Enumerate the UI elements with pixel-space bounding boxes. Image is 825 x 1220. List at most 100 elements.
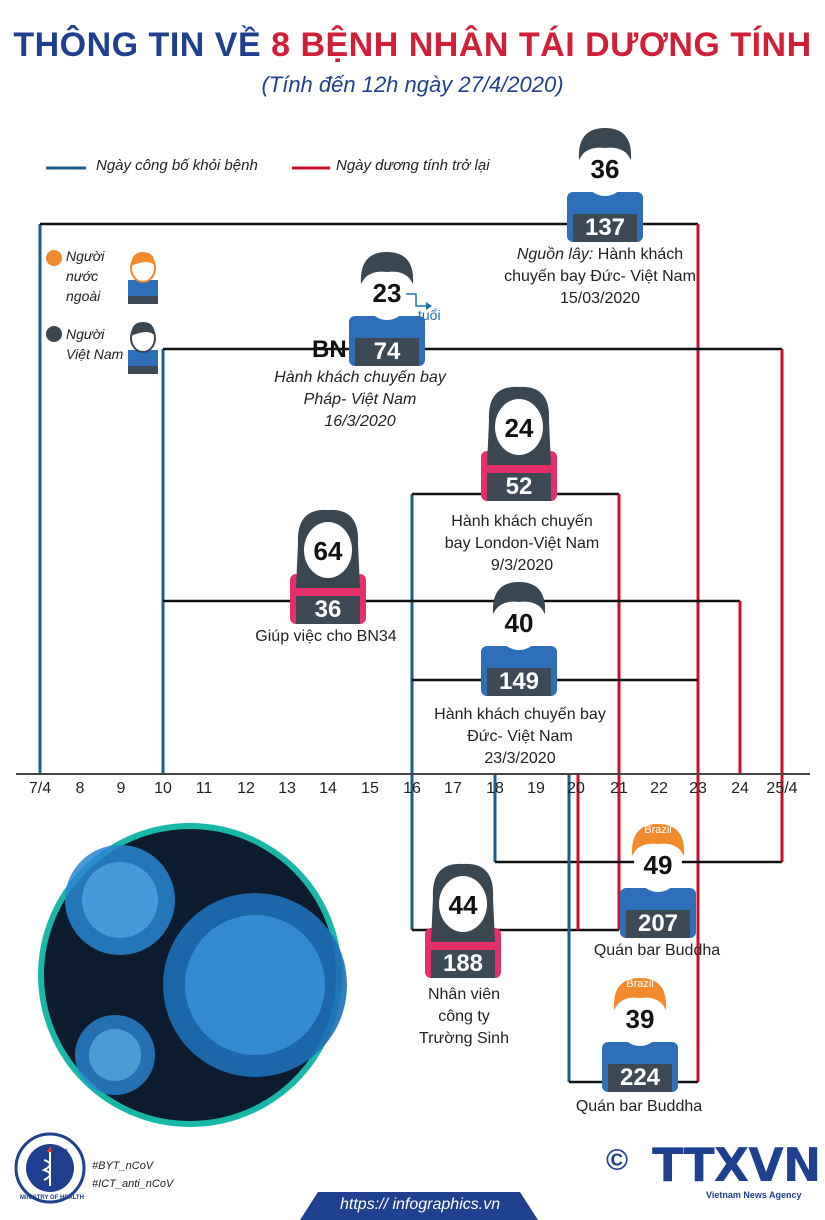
caption-bn74-line2: Pháp- Việt Nam — [303, 391, 417, 408]
caption-bn137-line3: 15/03/2020 — [559, 290, 641, 307]
axis-tick-label: 12 — [237, 780, 255, 797]
caption-bn74-line3: 16/3/2020 — [324, 413, 396, 430]
patient-avatar — [481, 386, 557, 501]
axis-tick-label: 13 — [278, 780, 296, 797]
hashtag-2: #ICT_anti_nCoV — [92, 1178, 174, 1190]
footer-bar — [300, 1192, 538, 1220]
caption-bn137-line1: Hành khách — [597, 246, 684, 263]
caption-bn36-line1: Giúp việc cho BN34 — [255, 628, 397, 645]
patient-avatar — [349, 252, 425, 366]
caption-bn137-line2: chuyến bay Đức- Việt Nam — [504, 268, 696, 285]
caption-bn149-line3: 23/3/2020 — [484, 750, 556, 767]
axis-tick-label: 15 — [361, 780, 379, 797]
virus-illustration — [38, 823, 347, 1127]
axis-tick-label: 24 — [731, 780, 749, 797]
ministry-name: BỘ Y TẾ — [36, 1149, 68, 1158]
axis-tick-label: 20 — [567, 780, 585, 797]
patient-id: 149 — [498, 668, 540, 695]
legend-foreigner-avatar — [128, 252, 158, 304]
ministry-name-en: MINISTRY OF HEALTH — [20, 1195, 84, 1201]
axis-tick-label: 8 — [75, 780, 85, 797]
legend-vietnamese-label: Người Việt Nam — [66, 326, 124, 362]
axis-tick-label: 21 — [610, 780, 628, 797]
patient-id: 188 — [442, 950, 484, 977]
patient-age: 24 — [504, 413, 534, 443]
legend-positive-label: Ngày dương tính trở lại — [336, 157, 490, 174]
patient-age: 36 — [590, 154, 620, 184]
caption-bn52: Hành khách chuyến bay London-Việt Nam 9/… — [412, 511, 632, 577]
patient-age: 23 — [372, 278, 402, 308]
title-part1: THÔNG TIN VỀ — [13, 26, 262, 64]
nationality-label: Brazil — [644, 824, 672, 836]
patient-avatar — [567, 128, 643, 242]
patient-age: 44 — [448, 890, 478, 920]
patient-id: 74 — [373, 338, 401, 365]
axis-tick-label: 9 — [116, 780, 126, 797]
legend-vietnamese-avatar — [128, 322, 158, 374]
age-arrow-icon — [406, 293, 432, 310]
agency-name: Vietnam News Agency — [706, 1190, 802, 1200]
nationality-label: Brazil — [626, 978, 654, 990]
caption-bn149-line1: Hành khách chuyến bay — [434, 706, 606, 723]
axis-tick-label: 7/4 — [28, 780, 52, 797]
patient-avatar — [290, 509, 366, 624]
caption-bn188-line3: Trường Sinh — [419, 1030, 509, 1047]
caption-bn137: Nguồn lây: Hành khách chuyến bay Đức- Vi… — [480, 244, 720, 310]
caption-bn36: Giúp việc cho BN34 — [226, 626, 426, 648]
caption-bn52-line3: 9/3/2020 — [490, 557, 554, 574]
caption-bn224: Quán bar Buddha — [554, 1096, 724, 1118]
page-title: THÔNG TIN VỀ 8 BỆNH NHÂN TÁI DƯƠNG TÍNH — [0, 26, 825, 65]
ministry-logo — [14, 1132, 86, 1204]
hashtag-1: #BYT_nCoV — [92, 1160, 154, 1172]
timeline-bn36 — [163, 599, 742, 774]
patient-age: 49 — [643, 850, 673, 880]
caption-bn52-line2: bay London-Việt Nam — [444, 535, 600, 552]
age-unit-label: tuổi — [418, 307, 441, 323]
caption-bn149-line2: Đức- Việt Nam — [467, 728, 573, 745]
caption-bn188: Nhân viên công ty Trường Sinh — [394, 984, 534, 1050]
footer-url-link[interactable]: https:// infographics.vn — [340, 1196, 501, 1213]
axis-tick-label: 17 — [444, 780, 462, 797]
axis-tick-label: 14 — [319, 780, 337, 797]
patient-id: 207 — [637, 910, 679, 937]
copyright-icon: © — [606, 1144, 629, 1177]
patient-avatar — [481, 582, 557, 696]
patient-avatar — [620, 824, 696, 938]
patient-id: 224 — [619, 1064, 661, 1091]
caption-bn188-line2: công ty — [438, 1008, 490, 1025]
axis-tick-label: 25/4 — [766, 780, 798, 797]
patient-id: 52 — [505, 473, 533, 500]
caption-source-label: Nguồn lây: — [516, 246, 594, 263]
caption-bn52-line1: Hành khách chuyến — [451, 513, 593, 530]
axis-tick-label: 19 — [527, 780, 545, 797]
page-subtitle: (Tính đến 12h ngày 27/4/2020) — [261, 72, 564, 97]
patient-id: 137 — [584, 214, 626, 241]
legend-vietnamese-dot — [46, 326, 62, 342]
patient-age: 64 — [313, 536, 343, 566]
patient-id: 36 — [314, 596, 342, 623]
patient-avatar — [602, 978, 678, 1092]
axis-tick-label: 11 — [195, 780, 213, 797]
bn-prefix: BN — [312, 336, 347, 363]
axis-tick-label: 16 — [403, 780, 421, 797]
legend-foreigner-label: Người nước ngoài — [66, 248, 105, 304]
caption-bn149: Hành khách chuyến bay Đức- Việt Nam 23/3… — [408, 704, 632, 770]
caption-bn207-line1: Quán bar Buddha — [593, 942, 721, 959]
legend-foreigner-dot — [46, 250, 62, 266]
legend-recovered-label: Ngày công bố khỏi bệnh — [96, 157, 258, 174]
caption-bn224-line1: Quán bar Buddha — [575, 1098, 703, 1115]
axis-tick-label: 23 — [689, 780, 707, 797]
patient-avatar — [425, 863, 501, 978]
ttxvn-logo: TTXVN — [652, 1138, 821, 1192]
axis-tick-label: 22 — [650, 780, 668, 797]
axis-tick-label: 10 — [154, 780, 172, 797]
title-part2: 8 BỆNH NHÂN TÁI DƯƠNG TÍNH — [271, 26, 812, 64]
axis-tick-label: 18 — [486, 780, 504, 797]
caption-bn207: Quán bar Buddha — [572, 940, 742, 962]
caption-bn74: Hành khách chuyến bay Pháp- Việt Nam 16/… — [250, 367, 470, 433]
caption-bn188-line1: Nhân viên — [427, 986, 501, 1003]
timeline-bn74 — [161, 347, 784, 774]
patient-age: 39 — [625, 1004, 655, 1034]
patient-age: 40 — [504, 608, 534, 638]
